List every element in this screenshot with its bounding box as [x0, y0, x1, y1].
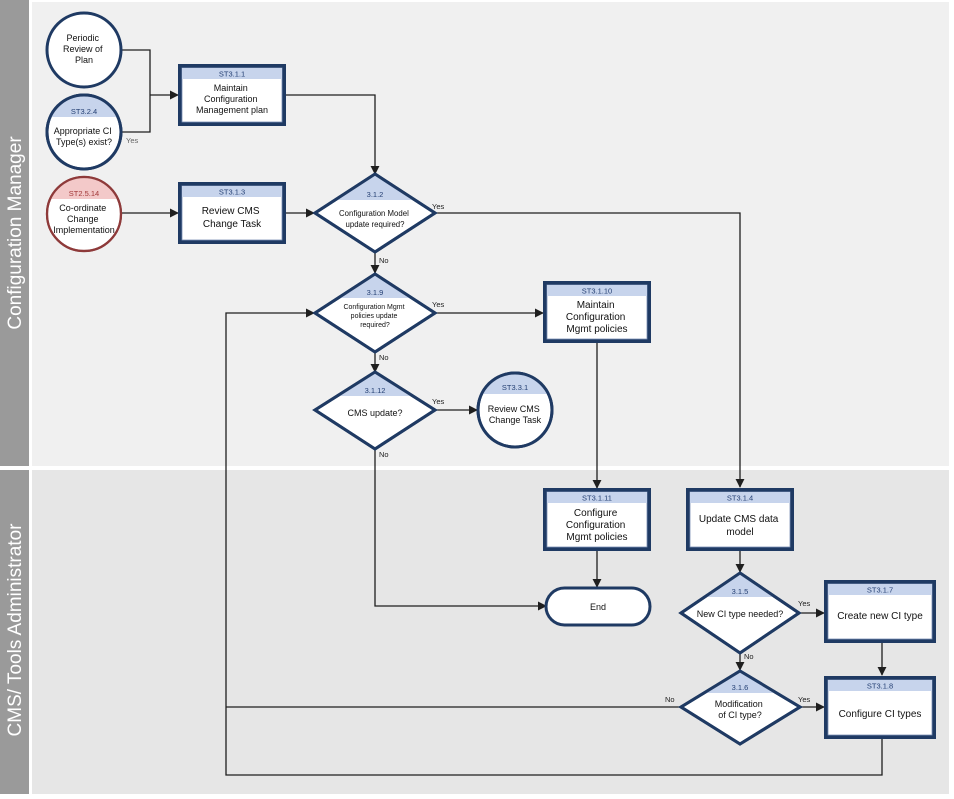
decision-line: Configuration Mgmt — [343, 304, 404, 311]
decision-title: Configuration Model update required? — [339, 209, 411, 229]
edge-label-yes: Yes — [432, 300, 444, 309]
task-code: ST3.1.4 — [727, 494, 753, 503]
input-st2514-label: Co-ordinate Change Implementation — [53, 203, 115, 235]
decision-line: policies update — [351, 313, 398, 320]
task-st3-1-3: ST3.1.3 Review CMS Change Task — [178, 182, 286, 244]
task-st3-1-11: ST3.1.11 Configure Configuration Mgmt po… — [543, 488, 651, 551]
task-st3-1-1: ST3.1.1 Maintain Configuration Managemen… — [178, 64, 286, 126]
task-code: ST3.1.10 — [582, 287, 612, 296]
task-code: ST3.1.1 — [219, 70, 245, 79]
task-st3-1-7: ST3.1.7 Create new CI type — [824, 580, 936, 643]
input-st2514-code: ST2.5.14 — [69, 189, 99, 198]
input-st2514-line: Co-ordinate — [59, 203, 106, 213]
edge-d312-yes-to-st314 — [435, 212, 745, 488]
edge-label-yes: Yes — [798, 695, 810, 704]
task-line: Mgmt policies — [566, 324, 627, 335]
task-line: model — [726, 527, 753, 538]
edge-label-yes: Yes — [126, 136, 138, 145]
input-st324-line: Type(s) exist? — [56, 137, 112, 147]
task-line: Configuration — [566, 520, 625, 531]
decision-title: CMS update? — [347, 408, 402, 418]
edge-label-no: No — [665, 695, 675, 704]
input-periodic-line: Review of — [63, 44, 103, 54]
decision-line: Configuration Model — [339, 209, 409, 218]
swimlane-configuration-manager: Configuration Manager — [0, 0, 949, 466]
task-line: Configuration — [566, 312, 625, 323]
task-title: Review CMS Change Task — [202, 206, 263, 230]
edge-label-yes: Yes — [432, 202, 444, 211]
edge-labels: Yes Yes No Yes No Yes No Yes No Yes No — [126, 136, 810, 704]
edge-label-no: No — [744, 652, 754, 661]
input-st324-code: ST3.2.4 — [71, 107, 97, 116]
decision-code: 3.1.5 — [732, 587, 749, 596]
input-st3-2-4: ST3.2.4 Appropriate CI Type(s) exist? — [45, 93, 123, 171]
edge-ci-type-exists-to-plan — [122, 95, 151, 133]
task-line: Configuration — [204, 94, 258, 104]
decision-line: update required? — [346, 220, 406, 229]
task-title: Configure Configuration Mgmt policies — [566, 508, 628, 543]
subprocess-title: Review CMS Change Task — [488, 404, 543, 425]
task-code: ST3.1.8 — [867, 682, 893, 691]
task-title: Maintain Configuration Management plan — [196, 83, 268, 115]
terminal-end-label: End — [590, 602, 606, 612]
decision-code: 3.1.12 — [365, 386, 386, 395]
input-periodic-line: Periodic — [66, 33, 99, 43]
task-code: ST3.1.7 — [867, 586, 893, 595]
decision-title: Configuration Mgmt policies update requi… — [343, 304, 406, 329]
input-st324-label: Appropriate CI Type(s) exist? — [54, 126, 115, 147]
decision-line: of CI type? — [718, 710, 762, 720]
terminal-end: End — [544, 586, 652, 627]
edge-d3112-no-to-end — [374, 449, 547, 611]
task-line: Configure — [574, 508, 618, 519]
task-line: Update CMS data — [699, 514, 779, 525]
task-code: ST3.1.3 — [219, 188, 245, 197]
task-title: Maintain Configuration Mgmt policies — [566, 300, 628, 335]
task-line: Mgmt policies — [566, 532, 627, 543]
task-line: Change Task — [203, 219, 262, 230]
decision-line: Modification — [715, 699, 763, 709]
task-title: Configure CI types — [839, 709, 922, 720]
task-title: Create new CI type — [837, 611, 923, 622]
task-st3-1-4: ST3.1.4 Update CMS data model — [686, 488, 794, 551]
edge-label-yes: Yes — [432, 397, 444, 406]
task-line: Maintain — [577, 300, 615, 311]
input-st2514-line: Change — [67, 214, 99, 224]
input-periodic-line: Plan — [75, 55, 93, 65]
input-st2514-line: Implementation — [53, 225, 115, 235]
subprocess-line: Review CMS — [488, 404, 540, 414]
edge-st318-loop-to-d319 — [225, 308, 883, 776]
task-code: ST3.1.11 — [582, 494, 612, 503]
decision-code: 3.1.2 — [367, 190, 384, 199]
edge-label-no: No — [379, 256, 389, 265]
decision-code: 3.1.6 — [732, 683, 749, 692]
decision-title: Modification of CI type? — [715, 699, 766, 720]
task-title: Update CMS data model — [699, 514, 781, 538]
subprocess-line: Change Task — [489, 415, 542, 425]
connectors — [122, 49, 887, 776]
input-periodic-review: Periodic Review of Plan — [45, 11, 123, 89]
swimlane-cms-tools-administrator: CMS/ Tools Administrator — [0, 470, 949, 794]
task-line: Review CMS — [202, 206, 260, 217]
lane-title-admin: CMS/ Tools Administrator — [5, 523, 26, 737]
edge-label-no: No — [379, 353, 389, 362]
decision-code: 3.1.9 — [367, 288, 384, 297]
input-periodic-label: Periodic Review of Plan — [63, 33, 105, 65]
decision-title: New CI type needed? — [697, 609, 784, 619]
decision-line: required? — [360, 322, 390, 329]
task-st3-1-8: ST3.1.8 Configure CI types — [824, 676, 936, 739]
lane-title-manager: Configuration Manager — [5, 136, 26, 330]
input-st2-5-14: ST2.5.14 Co-ordinate Change Implementati… — [45, 175, 123, 253]
subprocess-st3-3-1: ST3.3.1 Review CMS Change Task — [476, 371, 554, 449]
input-st324-line: Appropriate CI — [54, 126, 112, 136]
subprocess-code: ST3.3.1 — [502, 383, 528, 392]
task-line: Management plan — [196, 105, 268, 115]
edge-periodic-to-plan — [122, 49, 151, 95]
task-line: Maintain — [214, 83, 248, 93]
task-st3-1-10: ST3.1.10 Maintain Configuration Mgmt pol… — [543, 281, 651, 343]
edge-label-yes: Yes — [798, 599, 810, 608]
edge-label-no: No — [379, 450, 389, 459]
edge-st311-to-d312 — [286, 94, 380, 175]
